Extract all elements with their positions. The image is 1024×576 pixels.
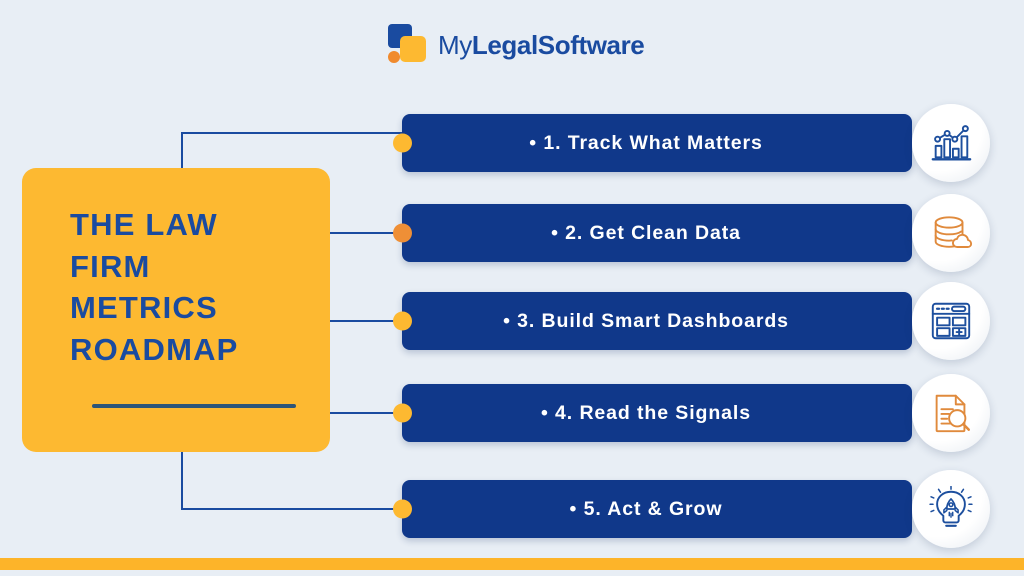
step-connector-dot <box>393 403 412 423</box>
step-bar[interactable]: • 3. Build Smart Dashboards <box>402 292 912 350</box>
bar-chart-trend-icon <box>912 104 990 182</box>
roadmap-step-3[interactable]: • 3. Build Smart Dashboards <box>393 282 990 360</box>
step-bar[interactable]: • 1. Track What Matters <box>402 114 912 172</box>
title-card: THE LAW FIRM METRICS ROADMAP <box>22 168 330 452</box>
logo-square-orange <box>400 36 426 62</box>
roadmap-step-4[interactable]: • 4. Read the Signals <box>393 374 990 452</box>
logo-dot-orange <box>388 51 400 63</box>
lightbulb-rocket-icon <box>912 470 990 548</box>
roadmap-step-2[interactable]: • 2. Get Clean Data <box>393 194 990 272</box>
brand-wordmark-light: My <box>438 30 472 60</box>
document-magnifier-icon <box>912 374 990 452</box>
database-cloud-icon <box>912 194 990 272</box>
title-divider <box>92 404 296 408</box>
roadmap-step-5[interactable]: • 5. Act & Grow <box>393 470 990 548</box>
roadmap-step-1[interactable]: • 1. Track What Matters <box>393 104 990 182</box>
step-label: • 2. Get Clean Data <box>551 221 741 244</box>
dashboard-layout-icon <box>912 282 990 360</box>
step-connector-dot <box>393 499 412 519</box>
brand-wordmark: MyLegalSoftware <box>438 30 645 60</box>
step-connector-dot <box>393 311 412 331</box>
step-bar[interactable]: • 5. Act & Grow <box>402 480 912 538</box>
step-bar[interactable]: • 4. Read the Signals <box>402 384 912 442</box>
step-connector-dot <box>393 133 412 153</box>
step-label: • 5. Act & Grow <box>569 497 723 520</box>
brand-logo: MyLegalSoftware <box>382 22 645 68</box>
step-label: • 4. Read the Signals <box>541 401 751 424</box>
step-connector-dot <box>393 223 412 243</box>
stacked-squares-logo-icon <box>382 23 428 67</box>
page-title: THE LAW FIRM METRICS ROADMAP <box>70 207 239 367</box>
footer-accent-bar <box>0 558 1024 570</box>
step-bar[interactable]: • 2. Get Clean Data <box>402 204 912 262</box>
step-label: • 1. Track What Matters <box>529 131 763 154</box>
brand-wordmark-bold: LegalSoftware <box>471 30 645 60</box>
step-label: • 3. Build Smart Dashboards <box>503 309 789 332</box>
